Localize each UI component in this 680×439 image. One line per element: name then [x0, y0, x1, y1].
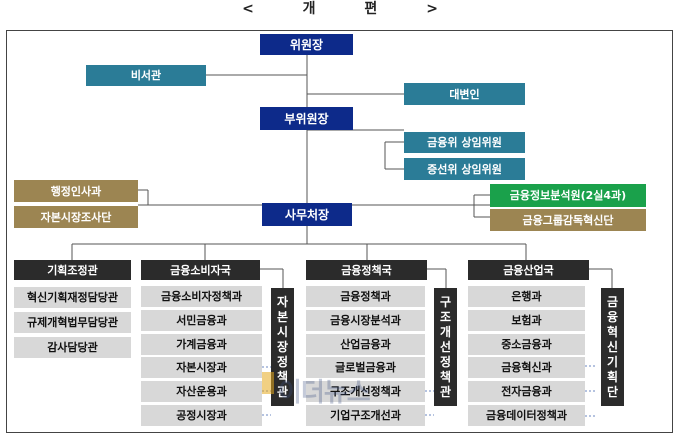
commissioner-fsc-box: 금융위 상임위원 [404, 132, 525, 153]
left-aux-box: 행정인사과 [14, 180, 138, 202]
vice-chair-box: 부위원장 [260, 107, 353, 130]
department-header: 금융산업국 [468, 260, 589, 280]
unit-box: 혁신기획재정담당관 [14, 287, 131, 308]
chart-frame [6, 30, 673, 433]
page-title: < 개 편 > [242, 1, 438, 17]
unit-box: 글로벌금융과 [306, 357, 425, 378]
unit-box: 금융정책과 [306, 286, 425, 307]
fiu-box: 금융정보분석원(2실4과) [490, 184, 646, 207]
unit-box: 금융시장분석과 [306, 310, 425, 331]
unit-box: 기업구조개선과 [306, 405, 425, 426]
secretariat-box: 사무처장 [262, 203, 352, 226]
unit-box: 은행과 [468, 286, 585, 307]
unit-box: 금융데이터정책과 [468, 405, 585, 426]
unit-box: 감사담당관 [14, 337, 131, 358]
left-aux-box: 자본시장조사단 [14, 206, 138, 228]
group-supervision-box: 금융그룹감독혁신단 [490, 209, 646, 231]
unit-box: 금융혁신과 [468, 357, 585, 378]
unit-box: 구조개선정책과 [306, 381, 425, 402]
spokesperson-box: 대변인 [404, 83, 525, 105]
commissioner-sfc-box: 증선위 상임위원 [404, 158, 525, 180]
chair-box: 위원장 [260, 34, 353, 55]
unit-box: 중소금융과 [468, 334, 585, 355]
department-header: 금융소비자국 [141, 260, 260, 280]
unit-box: 보험과 [468, 310, 585, 331]
unit-box: 산업금융과 [306, 334, 425, 355]
watermark-logo-icon [262, 372, 274, 394]
watermark: 이더뉴스 [278, 378, 371, 408]
unit-box: 서민금융과 [141, 310, 262, 331]
department-header: 금융정책국 [306, 260, 427, 280]
unit-box: 규제개혁법무담당관 [14, 312, 131, 333]
unit-box: 공정시장과 [141, 405, 262, 426]
unit-box: 자본시장과 [141, 357, 262, 378]
department-header: 기획조정관 [14, 260, 131, 280]
unit-box: 가계금융과 [141, 334, 262, 355]
unit-box: 전자금융과 [468, 381, 585, 402]
unit-box: 자산운용과 [141, 381, 262, 402]
unit-box: 금융소비자정책과 [141, 286, 262, 307]
secretary-box: 비서관 [86, 65, 206, 86]
